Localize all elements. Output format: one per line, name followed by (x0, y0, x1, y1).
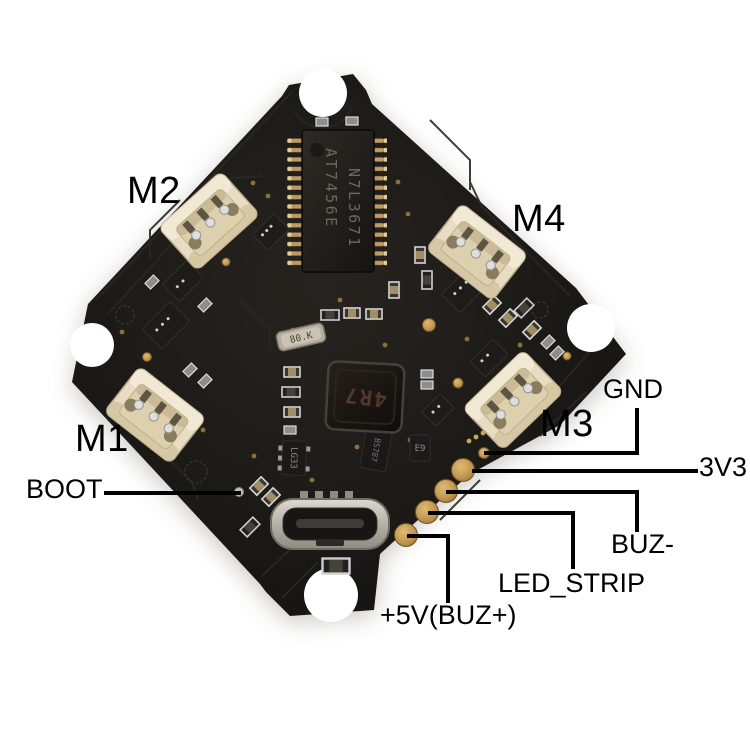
edge-pads (234, 430, 490, 547)
transistor-chip: E9 (409, 434, 431, 462)
crystal-marking: 80.K (289, 330, 314, 346)
osd-chip: AT7456E N7L3671 (287, 129, 387, 273)
leader-lines (104, 408, 698, 603)
sot-marking: BS787 (369, 437, 382, 462)
bottom-cutout (304, 568, 358, 622)
left-cutout (70, 323, 114, 367)
label-3v3: 3V3 (699, 452, 748, 482)
top-cutout (299, 69, 347, 117)
label-m1: M1 (75, 418, 129, 460)
osd-marking-1: AT7456E (322, 148, 340, 229)
label-m4: M4 (512, 198, 566, 240)
crystal: 80.K (275, 322, 327, 352)
pad-3v3 (451, 458, 475, 482)
power-inductor: 4R7 (324, 360, 406, 434)
label-buz-minus: BUZ- (611, 529, 674, 559)
buz-minus-leader-line (446, 490, 639, 532)
small-ics: LG33 BS787 E9 (142, 213, 508, 476)
label-m3: M3 (540, 403, 594, 445)
label-led-strip: LED_STRIP (498, 568, 646, 598)
osd-chip-body (301, 129, 375, 273)
osd-marking-2: N7L3671 (345, 168, 363, 249)
label-boot: BOOT (26, 474, 103, 504)
usb-connector (270, 491, 390, 550)
right-cutout (567, 304, 615, 352)
label-m2: M2 (127, 170, 181, 212)
vias (119, 179, 572, 483)
led-strip-leader-line (428, 511, 575, 569)
label-gnd: GND (603, 374, 663, 404)
transistor-marking: E9 (415, 444, 426, 454)
inductor-marking: 4R7 (342, 382, 389, 411)
5v-leader-line (407, 534, 450, 603)
label-5v-buz-plus: +5V(BUZ+) (380, 600, 517, 630)
regulator-chip: LG33 (277, 440, 311, 476)
trace-decoration (95, 91, 601, 599)
regulator-marking: LG33 (288, 447, 299, 469)
corner-cutouts (70, 69, 615, 622)
pin1-dot (310, 143, 324, 157)
gnd-leader-line (484, 408, 639, 455)
